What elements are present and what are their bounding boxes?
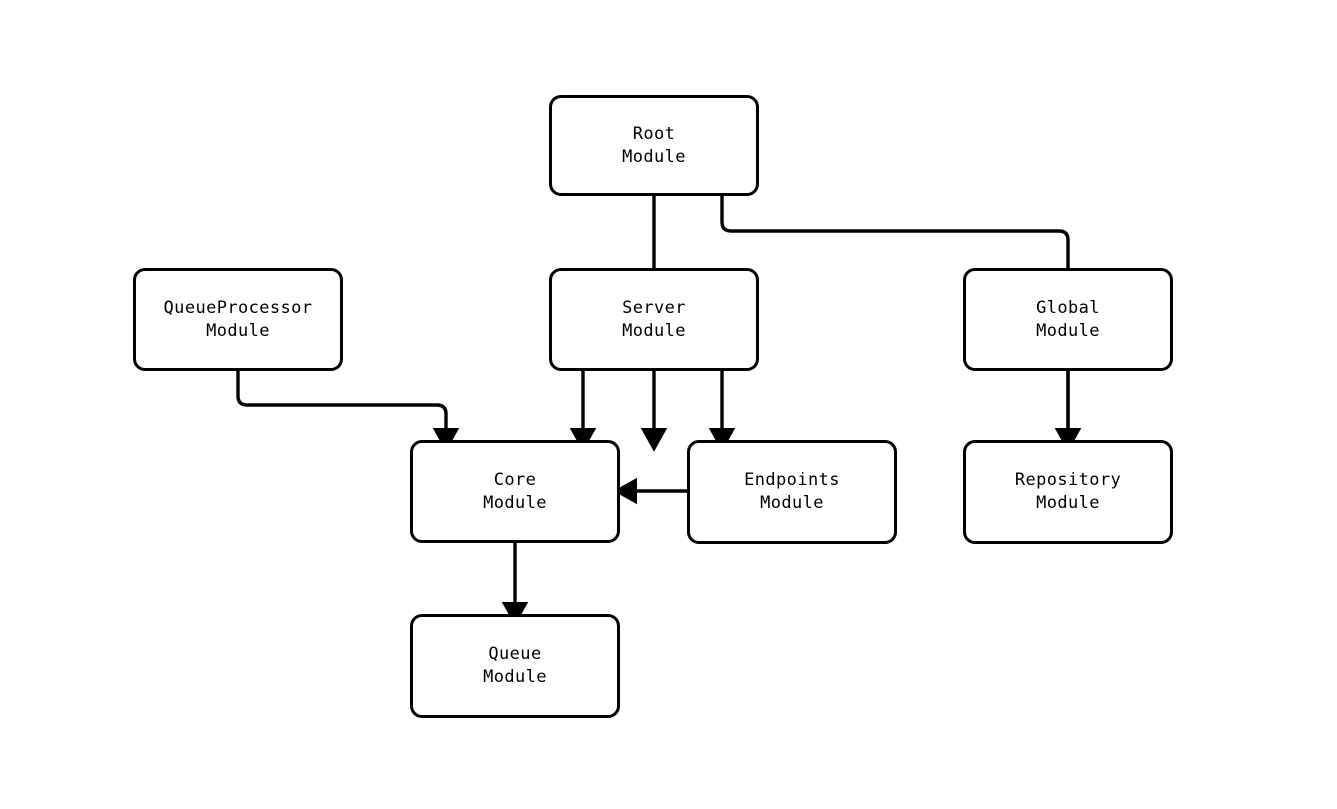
node-queueprocessor-module-line2: Module [206,320,270,341]
node-global-module[interactable]: Global Module [963,268,1173,371]
node-endpoints-module-line2: Module [760,493,824,513]
node-repository-module-line1: Repository [1014,470,1122,490]
node-global-module-line2: Module [1036,320,1100,341]
node-server-module[interactable]: Server Module [549,268,759,371]
node-core-module-line1: Core [493,469,537,490]
edge-queueprocessor-to-core [236,371,460,452]
node-core-module-line2: Module [483,492,547,513]
node-root-module-line1: Root [632,123,676,144]
node-root-module-line2: Module [622,146,686,167]
node-endpoints-module[interactable]: Endpoints Module [687,440,897,544]
node-global-module-line1: Global [1036,297,1100,318]
node-repository-module-line2: Module [1036,493,1100,513]
node-repository-module[interactable]: Repository Module [963,440,1173,544]
node-endpoints-module-line1: Endpoints [744,470,840,490]
node-server-module-line2: Module [622,320,686,341]
node-root-module[interactable]: Root Module [549,95,759,196]
node-queueprocessor-module-line1: QueueProcessor [163,297,313,318]
node-server-module-line1: Server [622,297,686,318]
node-queueprocessor-module[interactable]: QueueProcessor Module [133,268,343,371]
node-core-module[interactable]: Core Module [410,440,620,543]
node-queue-module[interactable]: Queue Module [410,614,620,718]
node-queue-module-line2: Module [483,667,547,687]
node-queue-module-line1: Queue [488,644,542,664]
